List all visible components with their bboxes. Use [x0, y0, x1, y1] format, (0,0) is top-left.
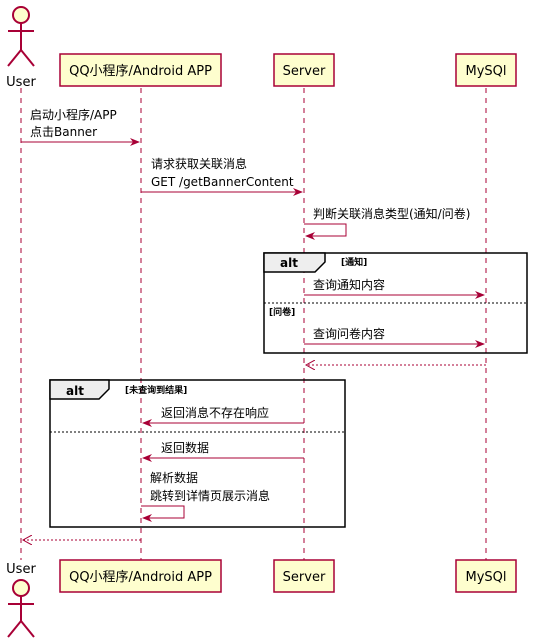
message-1-label-line1: 启动小程序/APP — [30, 107, 117, 122]
message-3-label: 判断关联消息类型(通知/问卷) — [313, 206, 470, 221]
participant-mysql-label-bottom: MySQl — [465, 570, 506, 585]
participant-app-box-top — [59, 53, 222, 87]
message-3-self-arrow — [304, 223, 347, 240]
participant-server-label-top: Server — [283, 64, 326, 79]
alt-frame-2-tab — [49, 379, 110, 400]
alt-frame-1-condition-2: [问卷] — [269, 306, 295, 318]
participant-server-box-bottom — [273, 559, 335, 593]
participant-user-label-top: User — [6, 75, 36, 90]
alt-frame-1-condition-1: [通知] — [341, 256, 367, 268]
message-8-self-arrow — [141, 505, 185, 522]
message-8-label-line1: 解析数据 — [150, 470, 198, 485]
participant-user-label-bottom: User — [6, 562, 36, 577]
participant-mysql-box-top — [455, 53, 517, 87]
participant-mysql-box-bottom — [455, 559, 517, 593]
message-1-label-line2: 点击Banner — [30, 125, 97, 139]
message-2-label-line2: GET /getBannerContent — [151, 175, 294, 189]
participant-server-label-bottom: Server — [283, 570, 326, 585]
participant-server-box-top — [273, 53, 335, 87]
user-actor-icon-bottom — [7, 579, 35, 638]
participant-app-label-top: QQ小程序/Android APP — [69, 64, 212, 79]
user-actor-icon-top — [7, 6, 35, 67]
alt-frame-2-keyword: alt — [66, 384, 84, 398]
message-5-label: 查询问卷内容 — [313, 326, 385, 341]
message-2-label-line1: 请求获取关联消息 — [151, 156, 247, 171]
message-8-label-line2: 跳转到详情页展示消息 — [150, 488, 270, 503]
message-4-label: 查询通知内容 — [313, 277, 385, 292]
alt-frame-1-keyword: alt — [280, 256, 298, 270]
participant-mysql-label-top: MySQl — [465, 64, 506, 79]
participant-app-box-bottom — [59, 559, 222, 593]
message-6-label: 返回消息不存在响应 — [161, 405, 269, 420]
message-7-label: 返回数据 — [161, 440, 209, 455]
alt-frame-2-condition-1: [未查询到结果] — [125, 384, 187, 396]
participant-app-label-bottom: QQ小程序/Android APP — [69, 570, 212, 585]
alt-frame-2 — [49, 379, 346, 528]
alt-frame-1-tab — [263, 252, 326, 273]
